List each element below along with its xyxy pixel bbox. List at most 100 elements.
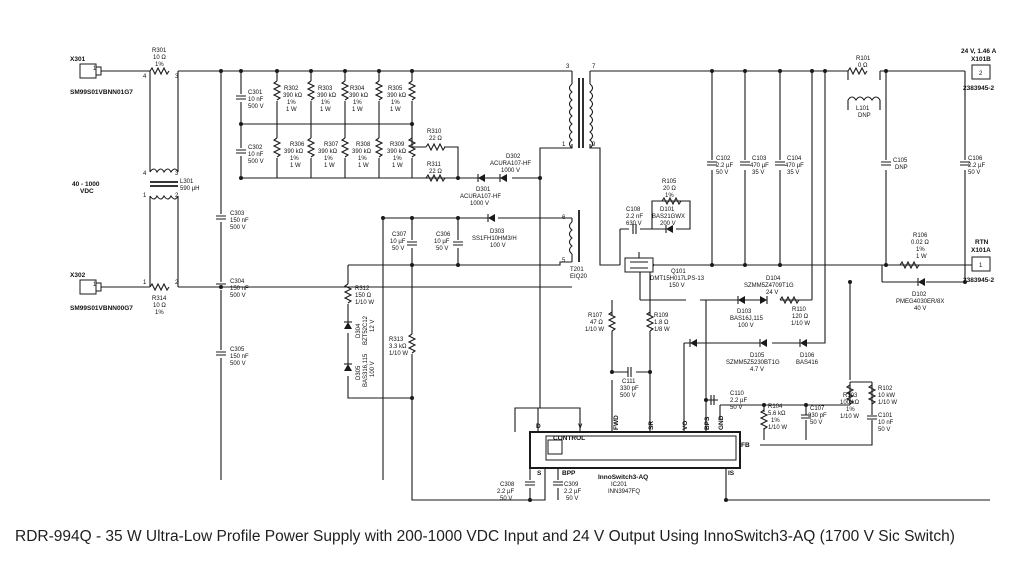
label-c303: C303 150 nF 500 V bbox=[230, 211, 249, 231]
svg-text:150 nF: 150 nF bbox=[230, 218, 249, 224]
label-c302: C302 10 nF 500 V bbox=[248, 145, 264, 165]
svg-text:D105: D105 bbox=[750, 353, 765, 359]
svg-text:5: 5 bbox=[562, 258, 566, 264]
label-d305: D305 BAS316,115 100 V bbox=[356, 353, 376, 387]
svg-text:C104: C104 bbox=[787, 156, 802, 162]
svg-text:SZMM5Z5230BT1G: SZMM5Z5230BT1G bbox=[726, 360, 780, 366]
svg-text:R310: R310 bbox=[427, 129, 442, 135]
svg-text:IS: IS bbox=[728, 470, 735, 477]
svg-text:R106: R106 bbox=[913, 233, 928, 239]
svg-text:C108: C108 bbox=[626, 207, 641, 213]
svg-text:R302: R302 bbox=[284, 86, 299, 92]
svg-text:2.2 µF: 2.2 µF bbox=[968, 163, 985, 169]
svg-text:SR: SR bbox=[648, 421, 655, 430]
svg-text:9: 9 bbox=[592, 142, 596, 148]
svg-text:50 V: 50 V bbox=[566, 496, 578, 502]
svg-text:C102: C102 bbox=[716, 156, 731, 162]
svg-text:R301: R301 bbox=[152, 48, 167, 54]
label-c306: C306 10 µF 50 V bbox=[434, 232, 451, 252]
svg-text:1/10 W: 1/10 W bbox=[585, 327, 604, 333]
svg-text:C106: C106 bbox=[968, 156, 983, 162]
svg-text:1/10 W: 1/10 W bbox=[389, 351, 408, 357]
svg-text:1%: 1% bbox=[155, 62, 164, 68]
svg-text:D305: D305 bbox=[356, 365, 362, 380]
svg-text:3: 3 bbox=[175, 171, 179, 177]
label-r107: R107 47 Ω 1/10 W bbox=[585, 313, 604, 333]
svg-text:1 W: 1 W bbox=[324, 163, 335, 169]
svg-text:X101A: X101A bbox=[971, 247, 991, 254]
svg-text:390 kΩ: 390 kΩ bbox=[283, 93, 303, 99]
label-d103: D103 BAS16J,115 100 V bbox=[730, 309, 764, 329]
label-r103: R103 100 kΩ 1% 1/10 W bbox=[840, 393, 860, 420]
svg-text:R303: R303 bbox=[318, 86, 333, 92]
label-c308: C308 2.2 µF 50 V bbox=[497, 482, 515, 502]
svg-text:50 V: 50 V bbox=[436, 246, 448, 252]
svg-text:1%: 1% bbox=[287, 100, 296, 106]
svg-text:470 µF: 470 µF bbox=[750, 163, 769, 169]
svg-text:4: 4 bbox=[143, 74, 147, 80]
svg-text:2.2 nF: 2.2 nF bbox=[626, 214, 643, 220]
component-symbols bbox=[149, 67, 971, 486]
svg-text:1 W: 1 W bbox=[352, 107, 363, 113]
label-r101: R101 0 Ω bbox=[856, 56, 871, 69]
svg-text:ACURA107-HF: ACURA107-HF bbox=[490, 161, 531, 167]
svg-text:2: 2 bbox=[175, 280, 179, 286]
label-c104: C104 470 µF 35 V bbox=[785, 156, 804, 176]
svg-text:1/8 W: 1/8 W bbox=[654, 327, 670, 333]
svg-text:1%: 1% bbox=[290, 156, 299, 162]
svg-text:Q101: Q101 bbox=[671, 269, 686, 275]
svg-text:2.2 µF: 2.2 µF bbox=[564, 489, 581, 495]
svg-text:5.6 kΩ: 5.6 kΩ bbox=[768, 411, 786, 417]
svg-text:R311: R311 bbox=[427, 162, 442, 168]
figure-caption: RDR-994Q - 35 W Ultra-Low Profile Power … bbox=[15, 528, 955, 545]
label-q101: Q101 DMT15H017LPS-13 150 V bbox=[650, 269, 705, 289]
label-r106: R106 0.02 Ω 1% 1 W bbox=[911, 233, 929, 260]
svg-text:12 V: 12 V bbox=[370, 320, 376, 332]
svg-text:BZT52C12: BZT52C12 bbox=[363, 315, 369, 345]
svg-text:C301: C301 bbox=[248, 90, 263, 96]
connector-x301-label: X301 SM99S01VBNN01G7 bbox=[70, 56, 133, 96]
svg-text:630 V: 630 V bbox=[626, 221, 642, 227]
svg-text:SZMM5Z4709T1G: SZMM5Z4709T1G bbox=[744, 283, 794, 289]
svg-text:50 V: 50 V bbox=[716, 170, 728, 176]
svg-text:R304: R304 bbox=[350, 86, 365, 92]
svg-text:R105: R105 bbox=[662, 179, 677, 185]
svg-text:50 V: 50 V bbox=[392, 246, 404, 252]
label-l301: L301 590 µH bbox=[180, 179, 199, 192]
svg-text:1: 1 bbox=[979, 263, 983, 269]
svg-text:4: 4 bbox=[143, 171, 147, 177]
svg-text:24 V, 1.46 A: 24 V, 1.46 A bbox=[961, 48, 997, 55]
svg-text:InnoSwitch3-AQ: InnoSwitch3-AQ bbox=[598, 474, 648, 481]
svg-text:22 Ω: 22 Ω bbox=[429, 136, 442, 142]
label-r308: R308 390 kΩ 1% 1 W bbox=[352, 142, 372, 169]
svg-text:22 Ω: 22 Ω bbox=[429, 169, 442, 175]
label-r310: R310 22 Ω bbox=[427, 129, 442, 142]
svg-text:1%: 1% bbox=[358, 156, 367, 162]
svg-text:R306: R306 bbox=[290, 142, 305, 148]
svg-text:330 pF: 330 pF bbox=[620, 386, 639, 392]
svg-text:1%: 1% bbox=[916, 247, 925, 253]
svg-text:10 Ω: 10 Ω bbox=[153, 55, 166, 61]
svg-text:2.2 µF: 2.2 µF bbox=[716, 163, 733, 169]
svg-text:590 µH: 590 µH bbox=[180, 186, 199, 192]
svg-text:DNP: DNP bbox=[858, 113, 871, 119]
label-c111: C111 330 pF 500 V bbox=[620, 379, 639, 399]
label-r102: R102 10 kW 1/10 W bbox=[878, 386, 897, 406]
svg-text:390 kΩ: 390 kΩ bbox=[387, 149, 407, 155]
label-r305: R305 390 kΩ 1% 1 W bbox=[387, 86, 407, 113]
svg-text:6: 6 bbox=[562, 215, 566, 221]
svg-text:100 V: 100 V bbox=[490, 243, 506, 249]
label-d101: D101 BAS21GWX 200 V bbox=[652, 207, 685, 227]
svg-text:D103: D103 bbox=[737, 309, 752, 315]
svg-text:1%: 1% bbox=[846, 407, 855, 413]
label-r303: R303 390 kΩ 1% 1 W bbox=[317, 86, 337, 113]
svg-text:390 kΩ: 390 kΩ bbox=[352, 149, 372, 155]
svg-text:T201: T201 bbox=[570, 267, 584, 273]
svg-text:R104: R104 bbox=[768, 404, 783, 410]
svg-text:47 Ω: 47 Ω bbox=[590, 320, 603, 326]
label-c103: C103 470 µF 35 V bbox=[750, 156, 769, 176]
svg-text:SM99S01VBNN01G7: SM99S01VBNN01G7 bbox=[70, 89, 133, 96]
svg-text:1 W: 1 W bbox=[290, 163, 301, 169]
label-c108: C108 2.2 nF 630 V bbox=[626, 207, 643, 227]
svg-text:VO: VO bbox=[682, 421, 689, 430]
